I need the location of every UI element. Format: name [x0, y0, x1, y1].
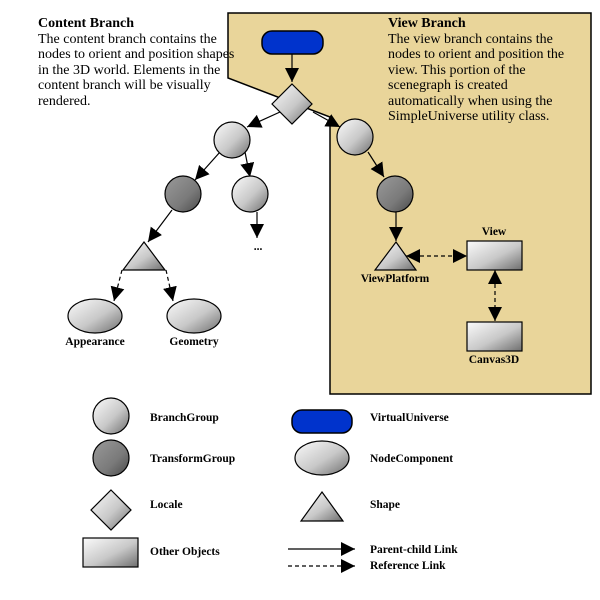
- legend-node-component-label: NodeComponent: [370, 453, 453, 465]
- legend-other-objects-icon: [82, 537, 139, 568]
- view-branchgroup-node: [336, 118, 374, 156]
- content-branch-description: Content Branch The content branch contai…: [38, 16, 238, 109]
- content-branchgroup-node: [213, 121, 251, 159]
- legend-parent-child-link-label: Parent-child Link: [370, 544, 458, 556]
- geometry-node: [166, 298, 222, 334]
- legend-branchgroup-icon: [92, 397, 130, 435]
- link-locale-content-bg: [246, 111, 281, 128]
- view-platform-node: [373, 240, 418, 271]
- legend-node-component-icon: [294, 440, 350, 476]
- view-label: View: [482, 226, 507, 238]
- geometry-label: Geometry: [169, 336, 218, 348]
- legend-virtual-universe-label: VirtualUniverse: [370, 412, 449, 424]
- legend-branchgroup-label: BranchGroup: [150, 412, 219, 424]
- content-transformgroup-node: [164, 175, 202, 213]
- link-bg-tg: [194, 151, 221, 181]
- link-tg-shape: [147, 209, 173, 243]
- legend: BranchGroup TransformGroup Locale Other …: [82, 397, 458, 573]
- legend-shape-icon: [299, 490, 345, 522]
- view-branch-title: View Branch: [388, 16, 466, 31]
- legend-shape-label: Shape: [370, 499, 400, 511]
- reference-links: [110, 249, 502, 321]
- canvas3d-node: [466, 321, 523, 352]
- legend-transformgroup-label: TransformGroup: [150, 453, 235, 465]
- view-node: [466, 240, 523, 271]
- content-branch-text: The content branch contains the nodes to…: [38, 31, 235, 109]
- parent-child-links: [147, 53, 403, 243]
- locale-node: [271, 83, 313, 125]
- content-shape-node: [121, 241, 167, 271]
- legend-reference-link-label: Reference Link: [370, 560, 446, 572]
- ref-shape-appearance: [110, 269, 125, 302]
- view-branch-description: View Branch The view branch contains the…: [388, 16, 568, 125]
- appearance-label: Appearance: [65, 336, 124, 348]
- ref-shape-geometry: [163, 269, 177, 302]
- view-transformgroup-node: [376, 175, 414, 213]
- legend-transformgroup-icon: [92, 439, 130, 477]
- content-branchgroup-2-node: [231, 175, 269, 213]
- view-platform-label: ViewPlatform: [361, 273, 430, 285]
- link-bg-bg2: [240, 151, 255, 178]
- appearance-node: [67, 298, 123, 334]
- view-branch-text: The view branch contains the nodes to or…: [388, 31, 565, 125]
- content-branch-title: Content Branch: [38, 16, 135, 31]
- ellipsis-label: ...: [254, 241, 263, 253]
- virtual-universe-node: [261, 30, 324, 55]
- canvas3d-label: Canvas3D: [469, 354, 519, 366]
- link-viewbg-tg: [367, 151, 385, 178]
- link-locale-view-bg: [312, 111, 341, 128]
- legend-locale-label: Locale: [150, 499, 183, 511]
- legend-locale-icon: [90, 489, 132, 531]
- legend-other-objects-label: Other Objects: [150, 546, 220, 558]
- legend-virtual-universe-icon: [291, 409, 353, 434]
